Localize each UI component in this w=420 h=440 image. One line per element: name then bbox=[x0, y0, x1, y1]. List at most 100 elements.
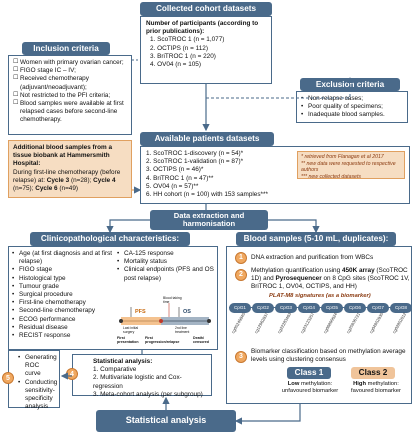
probe-3: cg22283463 bbox=[276, 311, 293, 335]
probe-7: cg04952935 bbox=[368, 311, 385, 335]
step-3-badge: 3 bbox=[235, 351, 247, 363]
gene-5: CpG5 bbox=[321, 303, 343, 313]
collected-item-1: 1. ScoTROC 1 (n = 1,077) bbox=[150, 36, 225, 44]
inclusion-item: Blood samples were available at first re… bbox=[13, 100, 127, 125]
pfs-bar bbox=[121, 317, 161, 325]
available-item-4: 4. BriTROC 1 (n = 47)** bbox=[146, 174, 214, 182]
gene-3: CpG3 bbox=[275, 303, 297, 313]
additional-title: Additional blood samples from a tissue b… bbox=[13, 144, 113, 168]
class-2-badge: Class 2 bbox=[351, 367, 395, 379]
gene-7: CpG7 bbox=[367, 303, 389, 313]
clinical-item: Surgical procedure bbox=[12, 291, 117, 299]
exclusion-item: Inadequate blood samples. bbox=[301, 111, 403, 119]
first-presentation-label: First presentation bbox=[117, 336, 139, 344]
step-4-badge: 4 bbox=[66, 368, 78, 380]
class-1-desc: Low methylation: unfavoured biomarker bbox=[281, 381, 339, 394]
roc-box: Generating ROC curve Conducting sensitiv… bbox=[8, 350, 60, 410]
clinical-header: Clinicopathological characteristics: bbox=[30, 232, 190, 246]
clinical-item: Histological type bbox=[12, 275, 117, 283]
collected-item-3: 3. BriTROC 1 (n = 220) bbox=[150, 52, 216, 60]
gene-8: CpG8 bbox=[390, 303, 412, 313]
plat-m8-label: PLAT-M8 signatures (as a biomarker) bbox=[269, 293, 371, 299]
blood-time-label: Blood taking time bbox=[163, 296, 182, 304]
extraction-header: Data extraction and harmonisation bbox=[150, 210, 268, 230]
clinical-item: Mortality status bbox=[117, 258, 216, 266]
available-item-5: 5. OV04 (n = 57)** bbox=[146, 182, 199, 190]
os-bar bbox=[161, 317, 209, 325]
timeline-graphic bbox=[119, 303, 211, 325]
stats-box: Statistical analysis: 1. Comparative 2. … bbox=[72, 354, 212, 398]
probe-8: cg02852012 bbox=[391, 311, 408, 335]
inclusion-item: Women with primary ovarian cancer; bbox=[13, 59, 127, 67]
clinical-item: RECIST response bbox=[12, 332, 117, 340]
dna-extraction-text: DNA extraction and purification from WBC… bbox=[251, 254, 374, 261]
probe-6: cg25936721 bbox=[345, 311, 362, 335]
probe-2: cg12962837 bbox=[253, 311, 270, 335]
gene-1: CpG1 bbox=[229, 303, 251, 313]
exclusion-header: Exclusion criteria bbox=[300, 78, 400, 91]
available-item-1: 1. ScoTROC 1-discovery (n = 54)* bbox=[146, 150, 244, 157]
exclusion-item: Non-relapse cases; bbox=[301, 95, 403, 103]
clinical-item: First-line chemotherapy bbox=[12, 299, 117, 307]
clinical-box: Age (at first diagnosis and at first rel… bbox=[8, 246, 218, 350]
probe-5: cg06890624 bbox=[322, 311, 339, 335]
gene-strip: CpG1 CpG2 CpG3 CpG4 CpG5 CpG6 CpG7 CpG8 … bbox=[229, 303, 412, 343]
clinical-item: Clinical endpoints (PFS and OS post rela… bbox=[117, 266, 216, 282]
clinical-item: Residual disease bbox=[12, 324, 117, 332]
collected-item-2: 2. OCTIPS (n = 112) bbox=[150, 44, 208, 52]
stats-title: Statistical analysis: bbox=[93, 358, 153, 365]
class-2-desc: High methylation: favoured biomarker bbox=[351, 381, 401, 394]
collected-item-4: 4. OV04 (n = 105) bbox=[150, 60, 201, 68]
gene-2: CpG2 bbox=[252, 303, 274, 313]
exclusion-item: Poor quality of specimens; bbox=[301, 103, 403, 111]
stats-item-3: 3. Meta-cohort analysis (per subgroup) bbox=[93, 390, 203, 398]
gene-4: CpG4 bbox=[298, 303, 320, 313]
clinical-item: ECOG performance bbox=[12, 316, 117, 324]
methylation-text: Methylation quantification using 450K ar… bbox=[251, 267, 410, 291]
first-presentation-marker bbox=[119, 319, 123, 323]
first-progression-label: First progression/relapse bbox=[145, 336, 180, 344]
additional-samples-box: Additional blood samples from a tissue b… bbox=[8, 140, 132, 198]
clinical-item: Second-line chemotherapy bbox=[12, 307, 117, 315]
inclusion-header: Inclusion criteria bbox=[22, 42, 110, 55]
death-marker bbox=[207, 319, 211, 323]
stats-item-2: 2. Multivariate logistic and Cox- regres… bbox=[93, 374, 182, 390]
available-item-2: 2. ScoTROC 1-validation (n = 87)* bbox=[146, 158, 244, 166]
available-header: Available patients datasets bbox=[140, 132, 274, 146]
clinical-item: CA-125 response bbox=[117, 250, 216, 258]
probe-4: cg23123257 bbox=[299, 311, 316, 335]
inclusion-item: Received chemotherapy (adjuvant/neoadjuv… bbox=[13, 75, 127, 91]
inclusion-item: FIGO stage IC – IV; bbox=[13, 67, 127, 75]
additional-line: During first-line chemotherapy (before r… bbox=[13, 168, 121, 192]
step-1-badge: 1 bbox=[235, 252, 247, 264]
step-5-badge: 5 bbox=[2, 372, 14, 384]
os-label: OS bbox=[183, 309, 191, 315]
death-label: Death/ censored bbox=[193, 336, 209, 344]
survival-timeline: PFS OS Blood taking time Last initial su… bbox=[117, 296, 215, 349]
collected-box: Number of participants (according to pri… bbox=[140, 16, 272, 84]
class-1-badge: Class 1 bbox=[287, 367, 331, 379]
available-item-3: 3. OCTIPS (n = 46)* bbox=[146, 166, 204, 174]
stats-item-1: 1. Comparative bbox=[93, 366, 137, 374]
collected-header: Collected cohort datasets bbox=[140, 2, 272, 16]
clinical-item: Age (at first diagnosis and at first rel… bbox=[12, 250, 117, 266]
available-item-6: 6. HH cohort (n = 100) with 153 samples*… bbox=[146, 190, 269, 198]
exclusion-box: Non-relapse cases; Poor quality of speci… bbox=[296, 91, 408, 123]
clinical-item: FIGO stage bbox=[12, 266, 117, 274]
collected-subtitle: Number of participants (according to pri… bbox=[146, 20, 259, 36]
available-notes: * retrieved from Flanagan et al 2017 ** … bbox=[297, 151, 405, 180]
inclusion-item: Not restricted to the PFI criteria; bbox=[13, 92, 127, 100]
stats-banner: Statistical analysis bbox=[96, 410, 236, 432]
classification-text: Biomarker classification based on methyl… bbox=[251, 348, 406, 364]
pfs-label: PFS bbox=[135, 309, 146, 315]
last-surgery-label: Last initial surgery bbox=[123, 326, 139, 334]
clinical-item: Tumour grade bbox=[12, 283, 117, 291]
gene-6: CpG6 bbox=[344, 303, 366, 313]
blood-header: Blood samples (5-10 mL, duplicates): bbox=[236, 232, 396, 246]
inclusion-box: Women with primary ovarian cancer; FIGO … bbox=[8, 55, 132, 135]
roc-item: Generating ROC curve bbox=[18, 354, 57, 379]
probe-1: cg05249845 bbox=[230, 311, 247, 335]
available-box: 1. ScoTROC 1-discovery (n = 54)* 2. ScoT… bbox=[140, 146, 410, 204]
step-2-badge: 2 bbox=[235, 269, 247, 281]
second-line-label: 2nd line treatment bbox=[175, 326, 190, 334]
